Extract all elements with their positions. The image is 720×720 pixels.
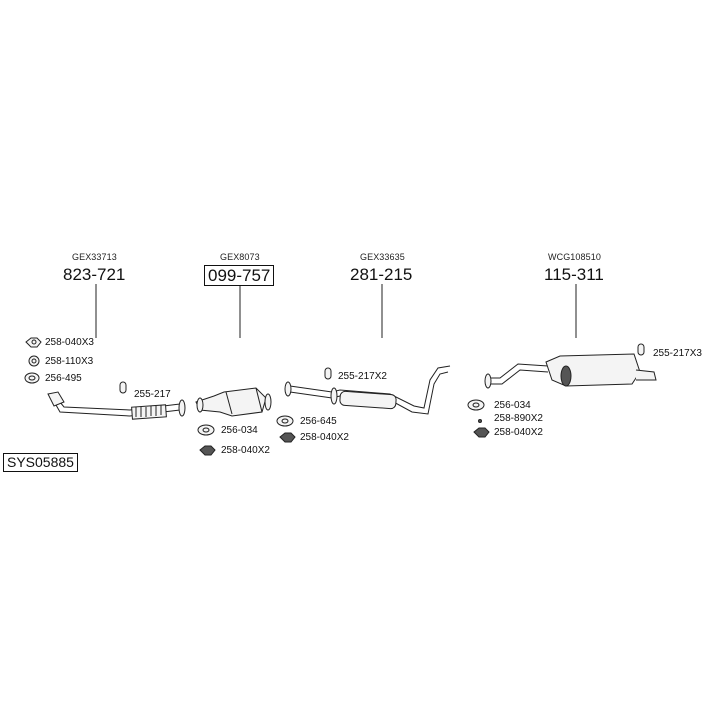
rear-silencer[interactable] — [484, 353, 657, 389]
fitting-label[interactable]: 258-040X2 — [221, 445, 270, 456]
washer-icon — [478, 419, 482, 423]
middle-silencer[interactable] — [284, 365, 451, 415]
fitting-label[interactable]: 255-217X2 — [338, 371, 387, 382]
oe-number: GEX8073 — [220, 252, 260, 262]
fitting-label[interactable]: 255-217 — [134, 389, 171, 400]
fitting-icons — [24, 337, 645, 456]
gasket-icon — [197, 424, 215, 436]
part-number[interactable]: 823-721 — [63, 265, 126, 284]
nut-icon — [279, 432, 296, 443]
oe-number: GEX33713 — [72, 252, 117, 262]
gasket-icon — [467, 399, 485, 411]
part-number[interactable]: 115-311 — [544, 265, 604, 284]
fitting-label[interactable]: 258-040X3 — [45, 337, 94, 348]
oe-number: GEX33635 — [360, 252, 405, 262]
hanger-icon — [637, 343, 645, 356]
fitting-label[interactable]: 256-495 — [45, 373, 82, 384]
ring-icon — [28, 355, 40, 367]
fitting-label[interactable]: 258-110X3 — [45, 356, 94, 367]
fitting-label[interactable]: 256-034 — [494, 400, 531, 411]
hanger-icon — [324, 367, 332, 380]
hanger-icon — [119, 381, 127, 394]
fitting-label[interactable]: 258-890X2 — [494, 413, 543, 424]
part-number-selected[interactable]: 099-757 — [204, 265, 275, 286]
fitting-label[interactable]: 258-040X2 — [300, 432, 349, 443]
system-code: SYS05885 — [3, 453, 78, 472]
nut-icon — [25, 337, 42, 348]
nut-icon — [199, 445, 216, 456]
fitting-label[interactable]: 258-040X2 — [494, 427, 543, 438]
gasket-icon — [276, 415, 294, 427]
fitting-label[interactable]: 256-645 — [300, 416, 337, 427]
fitting-label[interactable]: 255-217X3 — [653, 348, 702, 359]
part-number[interactable]: 281-215 — [350, 265, 413, 284]
gasket-icon — [24, 372, 40, 384]
nut-icon — [473, 427, 490, 438]
fitting-label[interactable]: 256-034 — [221, 425, 258, 436]
oe-number: WCG108510 — [548, 252, 601, 262]
front-pipe[interactable] — [47, 391, 186, 420]
catalytic-converter[interactable] — [195, 387, 272, 417]
